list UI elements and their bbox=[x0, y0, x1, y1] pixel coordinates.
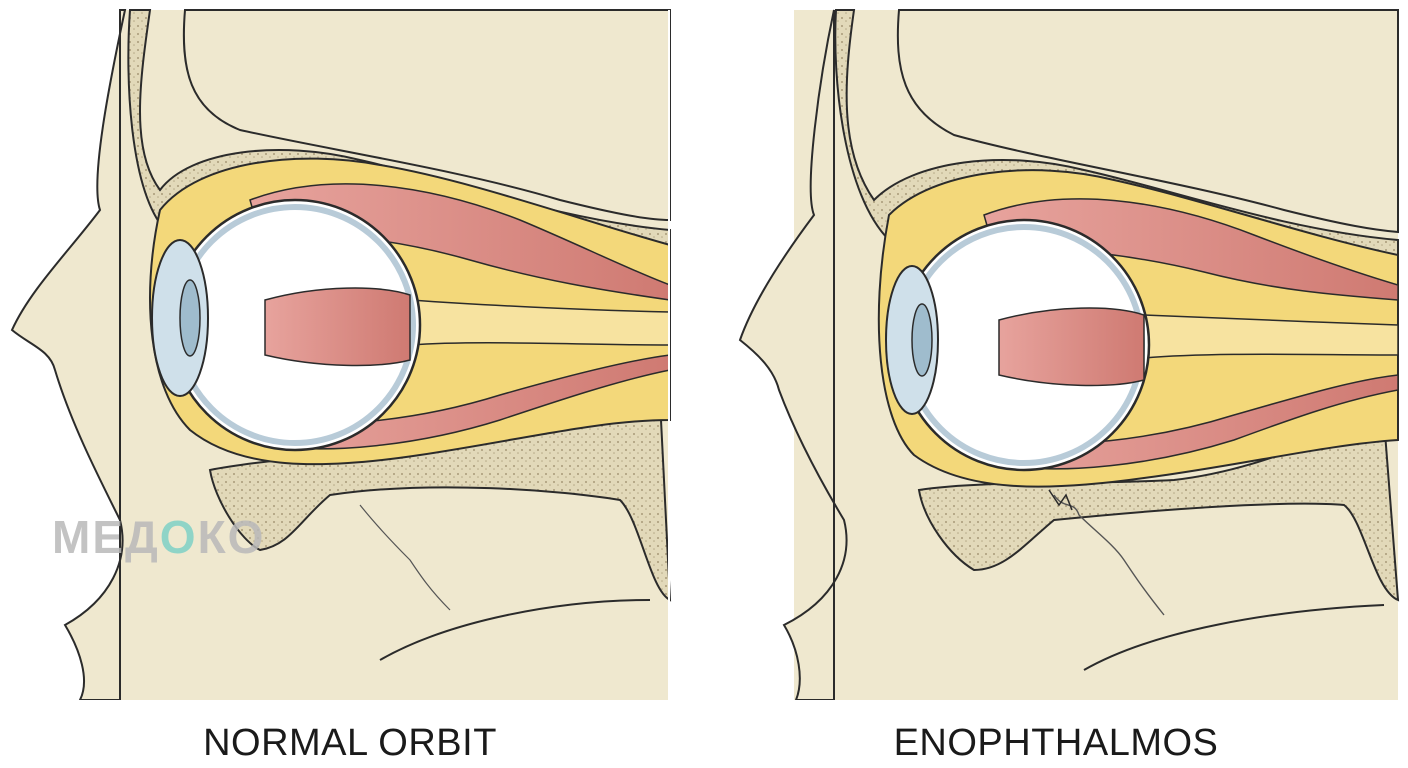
maxilla-outline bbox=[379, 599, 651, 661]
orbital-floor-fracture bbox=[1048, 489, 1073, 511]
medial-rectus-muscle bbox=[998, 307, 1145, 387]
enophthalmos-caption: ENOPHTHALMOS bbox=[893, 722, 1219, 764]
face-profile bbox=[10, 9, 127, 700]
face-profile bbox=[738, 9, 848, 700]
lens bbox=[179, 279, 201, 357]
optic-nerve bbox=[1143, 314, 1399, 359]
enophthalmos-panel: ENOPHTHALMOS bbox=[704, 0, 1408, 768]
suture-line bbox=[359, 504, 451, 611]
cranial-cavity bbox=[182, 9, 671, 222]
cranial-cavity bbox=[896, 9, 1399, 234]
maxilla-outline bbox=[1083, 604, 1385, 671]
medial-rectus-muscle bbox=[264, 287, 411, 367]
normal-orbit-caption: NORMAL ORBIT bbox=[203, 722, 497, 764]
normal-orbit-illustration bbox=[10, 9, 672, 700]
lens bbox=[911, 303, 933, 377]
normal-orbit-panel: МЕДОКО NORMAL ORBIT bbox=[0, 0, 700, 768]
enophthalmos-illustration bbox=[738, 9, 1400, 700]
orbital-floor-bone bbox=[917, 418, 1400, 602]
superior-rectus-muscle bbox=[983, 198, 1399, 301]
watermark-logo: МЕДОКО bbox=[52, 511, 266, 563]
